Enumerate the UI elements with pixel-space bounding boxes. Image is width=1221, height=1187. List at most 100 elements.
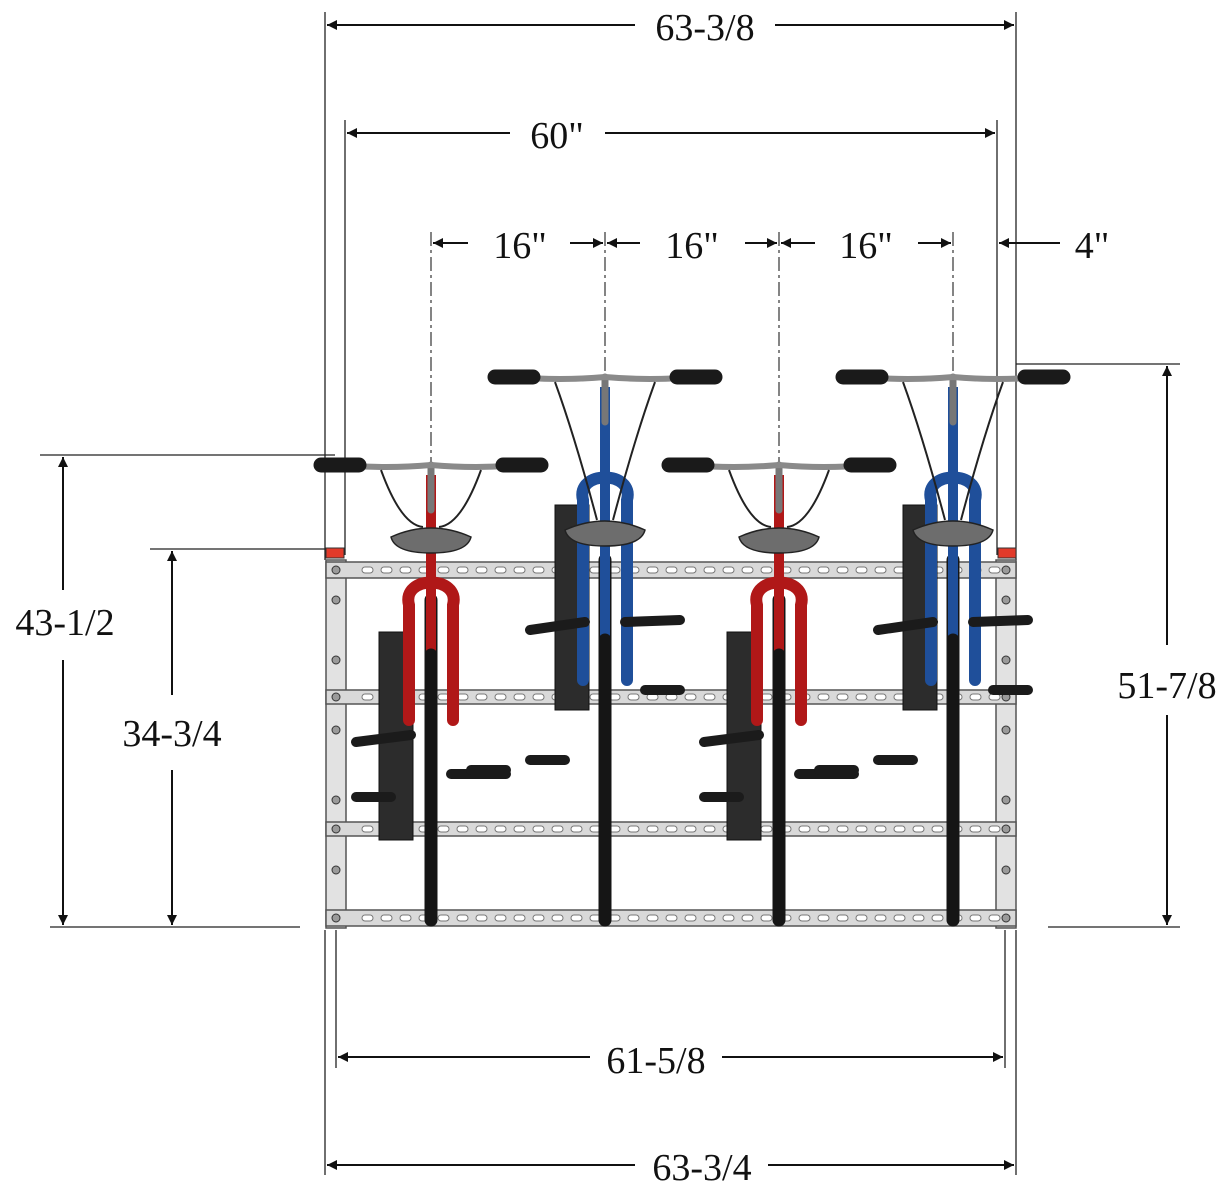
left-inner-height-label: 34-3/4 xyxy=(122,713,221,755)
rail-slot xyxy=(665,825,678,833)
rail-slot xyxy=(855,825,868,833)
rail-slot xyxy=(532,693,545,701)
handlebar xyxy=(686,461,872,470)
handlebar xyxy=(338,461,524,470)
rail-slot xyxy=(684,693,697,701)
rail-bolt xyxy=(331,824,341,834)
bike-3 xyxy=(661,457,897,927)
rail-slot xyxy=(437,914,450,922)
spacing-3-label: 16" xyxy=(839,225,893,267)
bike-2 xyxy=(487,369,723,927)
rail-slot xyxy=(969,693,982,701)
rail-slot xyxy=(703,914,716,922)
left-pedal xyxy=(351,730,416,747)
rail-bolt xyxy=(1001,795,1011,805)
rail-slot xyxy=(874,914,887,922)
rail-slot xyxy=(361,693,374,701)
rail-slot xyxy=(722,914,735,922)
rail-slot xyxy=(817,914,830,922)
rail-slot xyxy=(703,693,716,701)
rail-slot xyxy=(817,693,830,701)
rail-slot xyxy=(380,914,393,922)
rail-slot xyxy=(437,566,450,574)
extension-lines xyxy=(40,12,1180,1175)
rail-slot xyxy=(931,914,944,922)
rail-slot xyxy=(494,693,507,701)
end-offset-label: 4" xyxy=(1075,225,1110,267)
rail-slot xyxy=(646,566,659,574)
bike-4 xyxy=(835,369,1071,927)
brake-cable xyxy=(612,381,656,521)
spacing-1-label: 16" xyxy=(493,225,547,267)
bike-1 xyxy=(313,457,549,927)
left-pedal xyxy=(873,617,938,635)
base-overall-width-label: 63-3/4 xyxy=(652,1147,751,1187)
rail-slot xyxy=(532,566,545,574)
rail-slot xyxy=(912,825,925,833)
rail-slot xyxy=(931,825,944,833)
rail-slot xyxy=(798,825,811,833)
brake-cable xyxy=(728,469,772,528)
rail-bolt xyxy=(331,655,341,665)
rail-slot xyxy=(969,825,982,833)
seat xyxy=(564,520,646,547)
rail-slot xyxy=(836,825,849,833)
right-height-label: 51-7/8 xyxy=(1117,665,1216,707)
rail-bolt xyxy=(331,913,341,923)
rail-slot xyxy=(722,566,735,574)
rail-bolt xyxy=(1001,865,1011,875)
rail-slot xyxy=(684,914,697,922)
brake-cable xyxy=(902,381,946,521)
rail-slot xyxy=(532,825,545,833)
left-pedal xyxy=(525,617,590,635)
rail-slot xyxy=(513,693,526,701)
right-reflector xyxy=(997,547,1017,559)
handlebar xyxy=(512,373,698,382)
rail-slot xyxy=(646,825,659,833)
dimension-lines xyxy=(58,20,1172,1170)
right-pedal xyxy=(620,615,685,627)
rail-slot xyxy=(361,825,374,833)
brake-cable xyxy=(380,469,424,528)
rail-bolt xyxy=(1001,595,1011,605)
handlebar xyxy=(860,373,1046,382)
brake-cable xyxy=(438,469,482,528)
rail-slot xyxy=(627,914,640,922)
bikes xyxy=(313,369,1071,927)
rail-slot xyxy=(532,914,545,922)
rail-slot xyxy=(874,693,887,701)
rail-slot xyxy=(646,914,659,922)
rail-bolt xyxy=(331,795,341,805)
rail-slot xyxy=(798,566,811,574)
rail-slot xyxy=(760,914,773,922)
rail-slot xyxy=(475,566,488,574)
rail-slot xyxy=(741,566,754,574)
rail-bolt xyxy=(1001,565,1011,575)
rail-slot xyxy=(456,914,469,922)
seat xyxy=(390,527,472,554)
rail-slot xyxy=(684,825,697,833)
rail-bolt xyxy=(331,725,341,735)
overall-top-width-label: 63-3/8 xyxy=(655,7,754,49)
rail-slot xyxy=(893,825,906,833)
brake-cable xyxy=(786,469,830,528)
left-pedal xyxy=(699,730,764,747)
left-outer-height-label: 43-1/2 xyxy=(15,602,114,644)
left-reflector xyxy=(325,547,345,559)
rail-slot xyxy=(513,914,526,922)
rail-slot xyxy=(361,566,374,574)
rail-bolt xyxy=(331,565,341,575)
rail-slot xyxy=(684,566,697,574)
rack-span-width-label: 60" xyxy=(530,115,584,157)
rail-slot xyxy=(855,566,868,574)
rail-slot xyxy=(988,566,1001,574)
rail-slot xyxy=(969,914,982,922)
rail-slot xyxy=(855,914,868,922)
rail-slot xyxy=(494,566,507,574)
rail-slot xyxy=(817,566,830,574)
rail-slot xyxy=(570,914,583,922)
rail-bolt xyxy=(1001,824,1011,834)
rail-slot xyxy=(760,566,773,574)
rail-slot xyxy=(475,825,488,833)
